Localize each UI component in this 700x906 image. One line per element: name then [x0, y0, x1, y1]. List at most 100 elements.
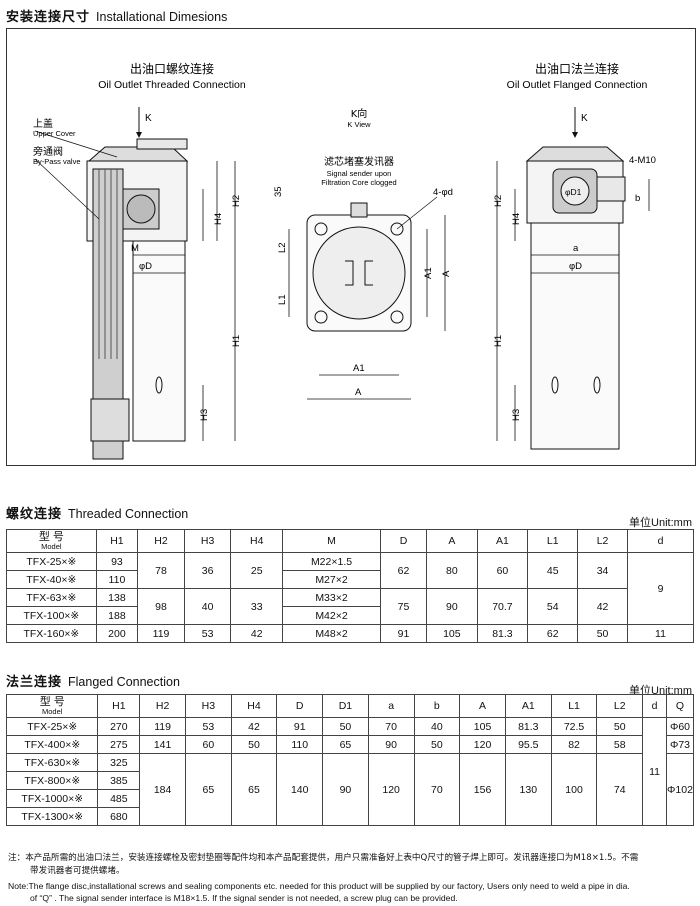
table-cell: 120: [367, 753, 415, 826]
note-cn-line1: 注：本产品所需的出油口法兰，安装连接螺栓及密封垫圈等配件均和本产品配套提供，用户…: [8, 853, 639, 863]
table-cell: M42×2: [282, 606, 381, 625]
table-cell: M22×1.5: [282, 552, 381, 571]
dim-m-left: M: [131, 243, 139, 254]
dim-l2: L2: [277, 242, 288, 253]
col-header: H2: [137, 529, 185, 553]
table-cell: 91: [379, 624, 428, 643]
column-header: H4: [230, 694, 278, 718]
column-header: H2: [139, 694, 186, 718]
table-cell: TFX-160×※: [6, 624, 97, 643]
dim-h2-left: H2: [231, 195, 242, 207]
note-cn-line2: 带发讯器者可提供螺堵。: [30, 866, 125, 876]
col-header: L2: [577, 529, 628, 553]
table-cell: 60: [476, 552, 529, 589]
column-header: L2: [596, 694, 644, 718]
table-row: TFX-25×※ 93 78 36 25 M22×1.5 62 80 60 45…: [6, 552, 695, 625]
table-cell: 110: [95, 570, 139, 589]
table-cell: 75: [379, 588, 428, 625]
table-cell: 72.5: [550, 717, 598, 736]
table-cell: Φ60: [665, 717, 695, 736]
flanged-filter-figure: [496, 107, 650, 450]
col-header: d: [626, 529, 695, 553]
dim-h2-right: H2: [493, 195, 504, 207]
table-cell: TFX-63×※: [6, 588, 97, 607]
dim-b: b: [635, 193, 640, 204]
table-cell: 130: [504, 753, 552, 826]
table-cell: 119: [137, 624, 185, 643]
signal-en2: Filtration Core clogged: [321, 178, 396, 187]
col-header: H3: [183, 529, 232, 553]
table-cell: M27×2: [282, 570, 381, 589]
col-header: H1: [95, 529, 139, 553]
table-cell: TFX-25×※: [5, 717, 99, 736]
column-header: H1: [97, 694, 141, 718]
table-cell: 110: [276, 735, 324, 754]
note-en-line1: Note:The flange disc,installational scre…: [8, 881, 630, 891]
table-cell: 119: [139, 717, 186, 736]
table-cell: 680: [97, 807, 141, 826]
table-cell: 60: [184, 735, 232, 754]
table-cell: 34: [577, 552, 628, 589]
dim-h4-left: H4: [213, 213, 224, 225]
table-cell: 78: [137, 552, 185, 589]
column-header: D1: [322, 694, 369, 718]
table-cell: 485: [97, 789, 141, 808]
table-cell: 25: [230, 552, 284, 589]
dim-a1-side: A1: [423, 267, 434, 279]
table-cell: 100: [550, 753, 598, 826]
upper-cover-cn: 上盖: [33, 117, 53, 130]
dim-h3-left: H3: [199, 409, 210, 421]
table-row: TFX-800×※ 385: [5, 771, 694, 790]
table-cell: 65: [184, 753, 232, 826]
dim-h1-left: H1: [231, 335, 242, 347]
dim-h4-right: H4: [511, 213, 522, 225]
table-cell: 50: [230, 735, 278, 754]
dim-a-bottom: A: [355, 387, 362, 398]
k-view-en: K View: [347, 120, 371, 129]
table-cell: 325: [97, 753, 141, 772]
table-cell: 105: [459, 717, 506, 736]
table-cell: TFX-40×※: [6, 570, 97, 589]
table-cell: TFX-1300×※: [5, 807, 99, 826]
table-cell: 184: [139, 753, 186, 826]
table-cell: 120: [459, 735, 506, 754]
bypass-en: By-Pass valve: [33, 157, 81, 166]
bypass-cn: 旁通阀: [33, 145, 63, 158]
table-cell: 53: [183, 624, 232, 643]
table-cell: 90: [322, 753, 369, 826]
table-cell: TFX-1000×※: [5, 789, 99, 808]
table-cell: 65: [322, 735, 369, 754]
table-cell: 81.3: [476, 624, 529, 643]
table-cell: 33: [230, 588, 284, 625]
note-en-line2: of “Q” . The signal sender interface is …: [30, 893, 458, 903]
left-title-en: Oil Outlet Threaded Connection: [98, 79, 246, 91]
table-cell: TFX-100×※: [6, 606, 97, 625]
table-cell: TFX-25×※: [6, 552, 97, 571]
table-cell: 80: [426, 552, 478, 589]
table-cell: 58: [596, 735, 644, 754]
table-row: TFX-160×※ 200 119 53 42 M48×2 91 105 81.…: [6, 624, 695, 643]
table-cell: 138: [95, 588, 139, 607]
col-header: D: [379, 529, 428, 553]
table-cell: 141: [139, 735, 186, 754]
table-cell: 53: [184, 717, 232, 736]
table-cell: 36: [183, 552, 232, 589]
table-cell: TFX-630×※: [5, 753, 99, 772]
table-row: TFX-25×※ 270 119 53 42 91 50 70 40 105 8…: [5, 717, 695, 826]
dim-d1: φD1: [565, 187, 582, 197]
column-header: L1: [550, 694, 598, 718]
table-cell: M33×2: [282, 588, 381, 607]
table-cell: 42: [577, 588, 628, 625]
table-cell: M48×2: [282, 624, 381, 643]
table-cell: 62: [527, 624, 579, 643]
table-cell: 200: [95, 624, 139, 643]
dim-h3-right: H3: [511, 409, 522, 421]
table-row: TFX-400×※ 275 141 60 50 110 65 90 50 120…: [5, 735, 695, 754]
